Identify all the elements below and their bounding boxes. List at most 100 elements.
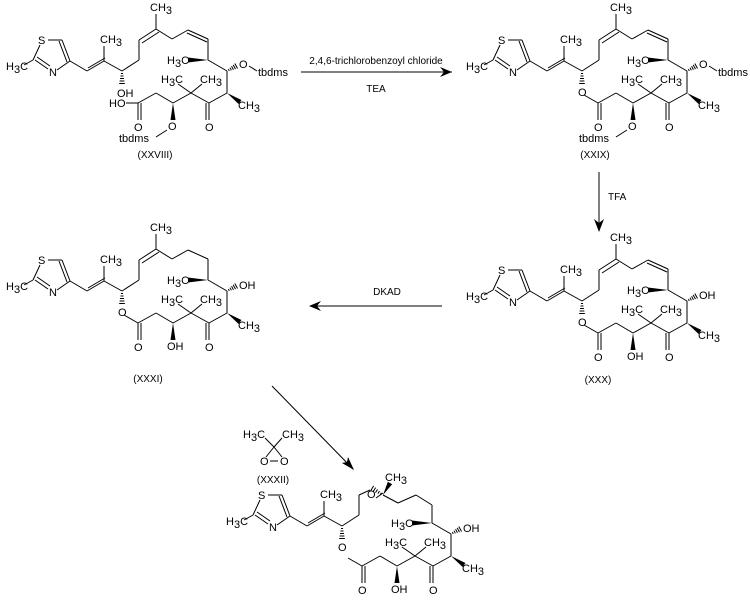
compound-label: (XXXI)	[133, 374, 162, 385]
ketone-oxygen: O	[665, 122, 674, 134]
methyl-alkene: CH3	[610, 2, 632, 17]
arrowhead-icon	[440, 67, 452, 77]
ester-oxygen: O	[578, 87, 587, 99]
arrow-step-2: TFA	[594, 172, 627, 232]
methyl-c4b: CH3	[660, 304, 682, 319]
methyl-epoxide: CH3	[385, 472, 407, 487]
methyl-c6: CH3	[698, 100, 720, 115]
ester-oxygen: O	[578, 317, 587, 329]
hydroxyl-c3: OH	[167, 341, 184, 353]
arrow-2-reagent: TFA	[608, 192, 627, 203]
hydroxyl-c7: OH	[463, 523, 480, 535]
arrow-1-reagent-below: TEA	[366, 84, 386, 95]
methyl-alkene: CH3	[150, 222, 172, 237]
atom-n: N	[509, 67, 517, 79]
ketone-oxygen: O	[205, 342, 214, 354]
epoxide-oxygen: O	[367, 489, 376, 501]
atom-s: S	[38, 255, 45, 267]
methyl-c8: H3C	[627, 55, 649, 70]
methyl-vinyl: CH3	[100, 34, 122, 49]
methyl-thiazole: H3C	[6, 281, 28, 296]
methyl-c4b: CH3	[200, 74, 222, 89]
hydroxyl-c7: OH	[699, 290, 716, 302]
methyl-thiazole: H3C	[6, 61, 28, 76]
oxygen-c3: O	[168, 121, 177, 133]
methyl-c4b: CH3	[660, 74, 682, 89]
arrowhead-icon	[342, 457, 354, 470]
methyl-c8: H3C	[391, 518, 413, 533]
methyl-c4a: H3C	[161, 74, 183, 89]
tbdms-c7: tbdms	[718, 67, 748, 79]
tbdms-c7: tbdms	[258, 67, 288, 79]
hydroxyl-c3: OH	[391, 584, 408, 596]
arrow-3-reagent: DKAD	[373, 287, 401, 298]
methyl-c6: CH3	[462, 563, 484, 578]
hydroxyl-c3: OH	[627, 351, 644, 363]
methyl-alkene: CH3	[150, 2, 172, 17]
methyl-thiazole: H3C	[226, 516, 248, 531]
compound-label: (XXIX)	[580, 150, 609, 161]
atom-n: N	[509, 297, 517, 309]
tbdms-c3: tbdms	[119, 133, 149, 145]
oxygen-c3: O	[628, 121, 637, 133]
methyl-vinyl: CH3	[560, 264, 582, 279]
hydroxyl-c15: OH	[117, 88, 134, 100]
methyl-c8: H3C	[167, 55, 189, 70]
atom-n: N	[49, 67, 57, 79]
carbonyl-oxygen: O	[594, 352, 603, 364]
methyl-thiazole: H3C	[466, 61, 488, 76]
acid-hydroxyl: HO	[109, 98, 126, 110]
methyl-c8: H3C	[167, 275, 189, 290]
atom-n: N	[49, 287, 57, 299]
methyl-vinyl: CH3	[320, 489, 342, 504]
methyl-c4a: H3C	[621, 304, 643, 319]
methyl-c8: H3C	[627, 285, 649, 300]
carbonyl-oxygen: O	[134, 342, 143, 354]
ketone-oxygen: O	[205, 122, 214, 134]
reagent-xxxii: H3C CH3 O O (XXXII)	[243, 429, 304, 486]
arrow-step-4	[271, 385, 354, 470]
arrow-1-reagent-above: 2,4,6-trichlorobenzoyl chloride	[309, 56, 443, 67]
methyl-left: H3C	[243, 429, 265, 444]
methyl-right: CH3	[282, 429, 304, 444]
atom-s: S	[498, 265, 505, 277]
tbdms-c3: tbdms	[579, 133, 609, 145]
oxygen-c7: O	[239, 59, 248, 71]
methyl-c4b: CH3	[200, 294, 222, 309]
ketone-oxygen: O	[429, 585, 438, 597]
arrowhead-icon	[309, 301, 321, 311]
arrow-step-1: 2,4,6-trichlorobenzoyl chloride TEA	[301, 56, 452, 95]
arrow-step-3: DKAD	[309, 287, 442, 311]
dioxirane-o1: O	[260, 456, 269, 468]
arrow-line	[271, 385, 354, 470]
methyl-c4a: H3C	[161, 294, 183, 309]
dioxirane-o2: O	[280, 456, 289, 468]
methyl-vinyl: CH3	[100, 254, 122, 269]
methyl-c6: CH3	[238, 100, 260, 115]
atom-s: S	[258, 490, 265, 502]
ester-oxygen: O	[118, 307, 127, 319]
ester-oxygen: O	[338, 542, 347, 554]
atom-s: S	[38, 35, 45, 47]
reagent-label: (XXXII)	[257, 475, 289, 486]
atom-s: S	[498, 35, 505, 47]
methyl-vinyl: CH3	[560, 34, 582, 49]
hydroxyl-c7: OH	[239, 280, 256, 292]
methyl-c4a: H3C	[385, 537, 407, 552]
arrowhead-icon	[594, 219, 604, 232]
methyl-c6: CH3	[238, 320, 260, 335]
methyl-c4a: H3C	[621, 74, 643, 89]
carbonyl-oxygen: O	[358, 585, 367, 597]
methyl-c6: CH3	[698, 330, 720, 345]
carbonyl-oxygen: O	[134, 122, 143, 134]
methyl-thiazole: H3C	[466, 291, 488, 306]
compound-label: (XXX)	[585, 375, 612, 386]
carbonyl-oxygen: O	[594, 122, 603, 134]
methyl-c4b: CH3	[424, 537, 446, 552]
